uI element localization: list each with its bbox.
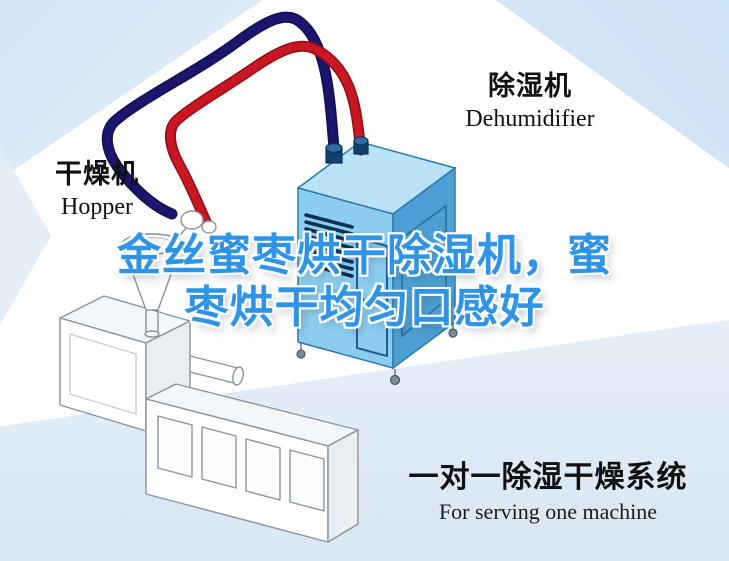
door-handle-icon	[359, 297, 365, 303]
dehumidifier-label-en: Dehumidifier	[465, 105, 595, 132]
machine-panel	[157, 415, 193, 478]
funnel-neck	[145, 310, 159, 334]
hopper-funnel	[121, 233, 183, 338]
dryer-label-en: Hopper	[61, 193, 133, 220]
system-caption-cn: 一对一除湿干燥系统	[408, 461, 688, 494]
adapter-link	[175, 227, 187, 241]
dryer-label: 干燥机 Hopper	[42, 158, 152, 222]
machine-panel	[289, 449, 325, 512]
machine-panel	[245, 438, 281, 501]
hose-stubs	[325, 136, 369, 164]
adapter-port-small	[201, 220, 217, 234]
supply-hose	[164, 40, 367, 230]
system-caption-en: For serving one machine	[438, 499, 658, 524]
main-title-line2: 枣烘干均匀口感好	[184, 282, 545, 332]
dryer-label-cn: 干燥机	[55, 159, 139, 189]
hose-stub-b-top	[353, 136, 369, 146]
machine-side-panel	[401, 204, 447, 338]
machine-casters	[296, 323, 458, 386]
dehumidifier-label-cn: 除湿机	[488, 71, 572, 101]
hose-adapter	[175, 210, 217, 241]
dryer-barrel	[189, 355, 239, 385]
main-title-line1: 金丝蜜枣烘干除湿机，蜜	[117, 231, 612, 280]
funnel-mouth	[129, 236, 175, 252]
machine-door	[356, 236, 388, 358]
adapter-port-large	[180, 210, 204, 230]
system-caption: 一对一除湿干燥系统 For serving one machine	[398, 452, 698, 525]
vent-grille	[304, 213, 354, 278]
dryer-barrel-end	[232, 366, 244, 386]
machine-panel	[201, 426, 237, 489]
caster-wheel	[296, 349, 306, 359]
dehumidifier-label: 除湿机 Dehumidifier	[455, 70, 605, 134]
supply-hose-body	[166, 42, 365, 228]
caster-wheel	[448, 328, 458, 338]
machine-side-face	[392, 166, 456, 370]
caster-wheel	[389, 374, 401, 386]
funnel-neck-base	[144, 330, 160, 338]
dryer-head-panel	[69, 333, 137, 415]
hose-stub-a-top	[325, 142, 343, 154]
dryer-body-side-face	[327, 429, 359, 543]
main-title: 金丝蜜枣烘干除湿机，蜜 枣烘干均匀口感好	[0, 230, 729, 334]
